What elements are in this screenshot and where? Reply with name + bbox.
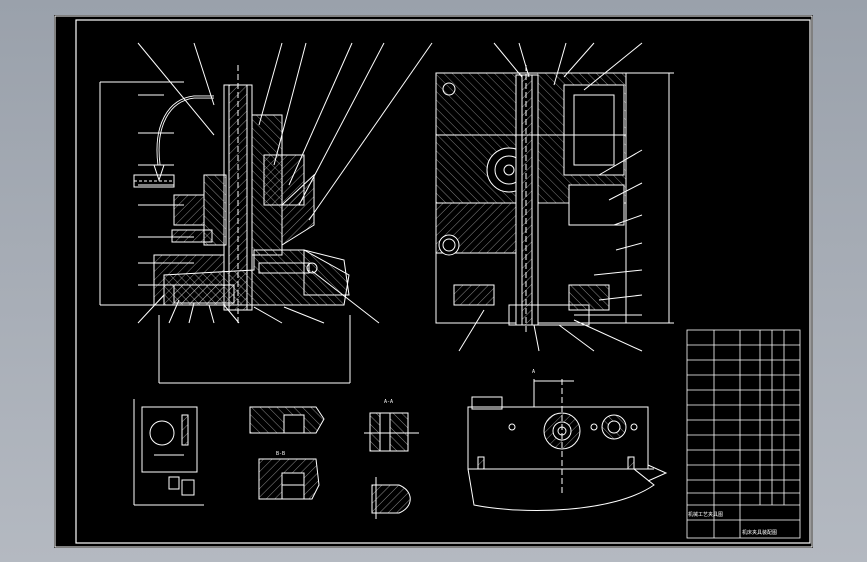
- detail-view-c: [364, 412, 419, 519]
- detail-view-a: [133, 399, 204, 506]
- right-side-view: [435, 42, 674, 352]
- outer-border: [54, 15, 813, 548]
- detail-view-b: [249, 406, 325, 500]
- section-label-a: A: [532, 369, 535, 375]
- title-block[interactable]: [686, 329, 801, 539]
- left-section-view: [99, 42, 433, 384]
- section-label-bb: B-B: [276, 451, 285, 457]
- drawing-sheet[interactable]: 机械工艺夹具图 机床夹具装配图 A A-A B-B: [54, 15, 813, 548]
- section-label-aa: A-A: [384, 399, 393, 405]
- top-plan-view: [467, 379, 668, 511]
- title-block-company: 机械工艺夹具图: [688, 511, 723, 518]
- inner-border: [75, 19, 811, 544]
- title-block-drawing-name: 机床夹具装配图: [742, 529, 777, 536]
